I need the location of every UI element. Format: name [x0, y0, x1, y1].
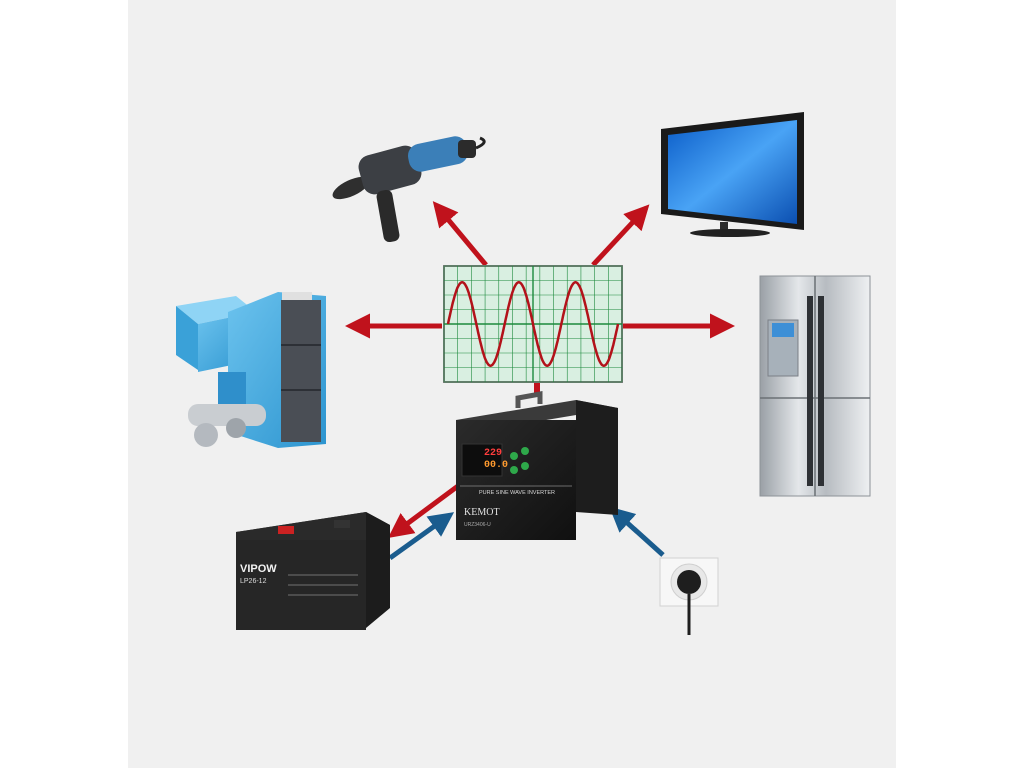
inverter-panel-label: PURE SINE WAVE INVERTER — [479, 490, 555, 496]
angle-grinder-icon — [332, 136, 486, 243]
arrow-to-tv — [591, 204, 650, 267]
inverter-model: URZ3406-U — [464, 522, 491, 528]
arrow-to-battery — [387, 483, 460, 538]
inverter-brand: KEMOT — [464, 507, 500, 518]
refrigerator-icon — [759, 275, 871, 497]
arrow-from-battery — [388, 512, 455, 561]
inverter-voltage-readout: 229 — [484, 448, 503, 459]
tv-icon — [661, 112, 804, 237]
input-arrows — [388, 506, 665, 561]
diagram-stage: 229 00.0 PURE SINE WAVE INVERTER KEMOT U… — [128, 0, 896, 768]
wall-socket-icon — [659, 557, 719, 635]
battery-brand: VIPOW — [240, 563, 277, 575]
arrow-to-grinder — [432, 201, 488, 267]
battery-model: LP26-12 — [240, 578, 267, 585]
arrow-from-socket — [609, 506, 665, 557]
boiler-icon — [176, 292, 326, 448]
diagram-canvas — [176, 112, 871, 635]
sine-wave-panel — [443, 265, 623, 383]
inverter-icon — [456, 391, 618, 540]
output-arrows — [345, 201, 735, 538]
battery-icon — [236, 512, 390, 630]
inverter-current-readout: 00.0 — [484, 460, 509, 471]
sine-wave — [446, 280, 620, 368]
